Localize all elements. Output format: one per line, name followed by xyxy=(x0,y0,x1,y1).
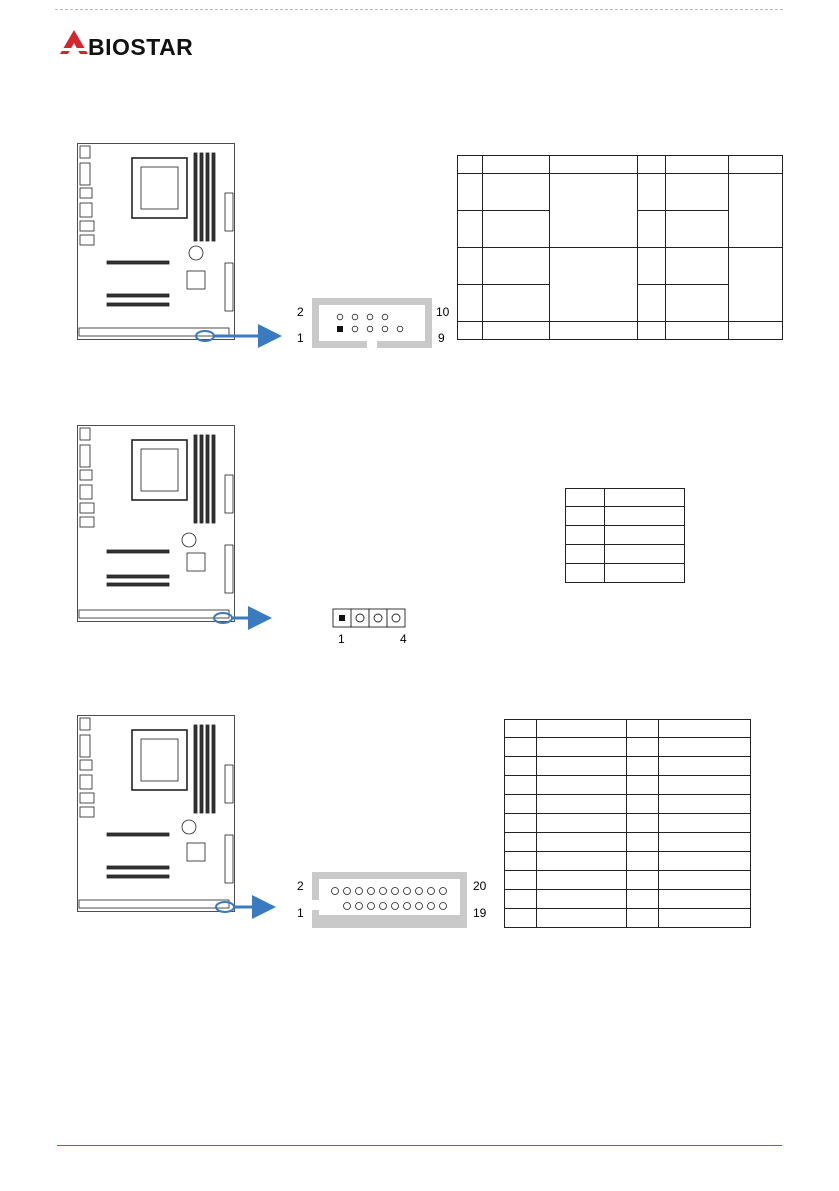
top-dashed-rule xyxy=(55,9,783,10)
brand-name: BIOSTAR xyxy=(88,34,194,60)
pin-label-2: 2 xyxy=(297,879,304,893)
pin-label-20: 20 xyxy=(473,879,487,893)
pin-label-10: 10 xyxy=(436,305,450,319)
pin-label-4: 4 xyxy=(400,632,407,646)
motherboard-diagram-3 xyxy=(77,715,235,912)
pin-label-2: 2 xyxy=(297,305,304,319)
pointer-arrow-3 xyxy=(215,895,276,919)
pointer-arrow-2 xyxy=(213,606,272,630)
biostar-logo-icon xyxy=(60,30,88,54)
footer-rule xyxy=(57,1145,782,1146)
motherboard-diagram-1 xyxy=(77,143,235,340)
pointer-arrow-1 xyxy=(195,324,282,348)
pin-label-1: 1 xyxy=(297,331,304,345)
motherboard-diagram-2 xyxy=(77,425,235,622)
pin-label-1: 1 xyxy=(338,632,345,646)
pin-table-20pin xyxy=(504,719,751,928)
pin-label-1: 1 xyxy=(297,906,304,920)
pin-table-4pin xyxy=(565,488,685,583)
pin-table-10pin xyxy=(457,155,783,340)
pin-label-9: 9 xyxy=(438,331,445,345)
pin-label-19: 19 xyxy=(473,906,487,920)
